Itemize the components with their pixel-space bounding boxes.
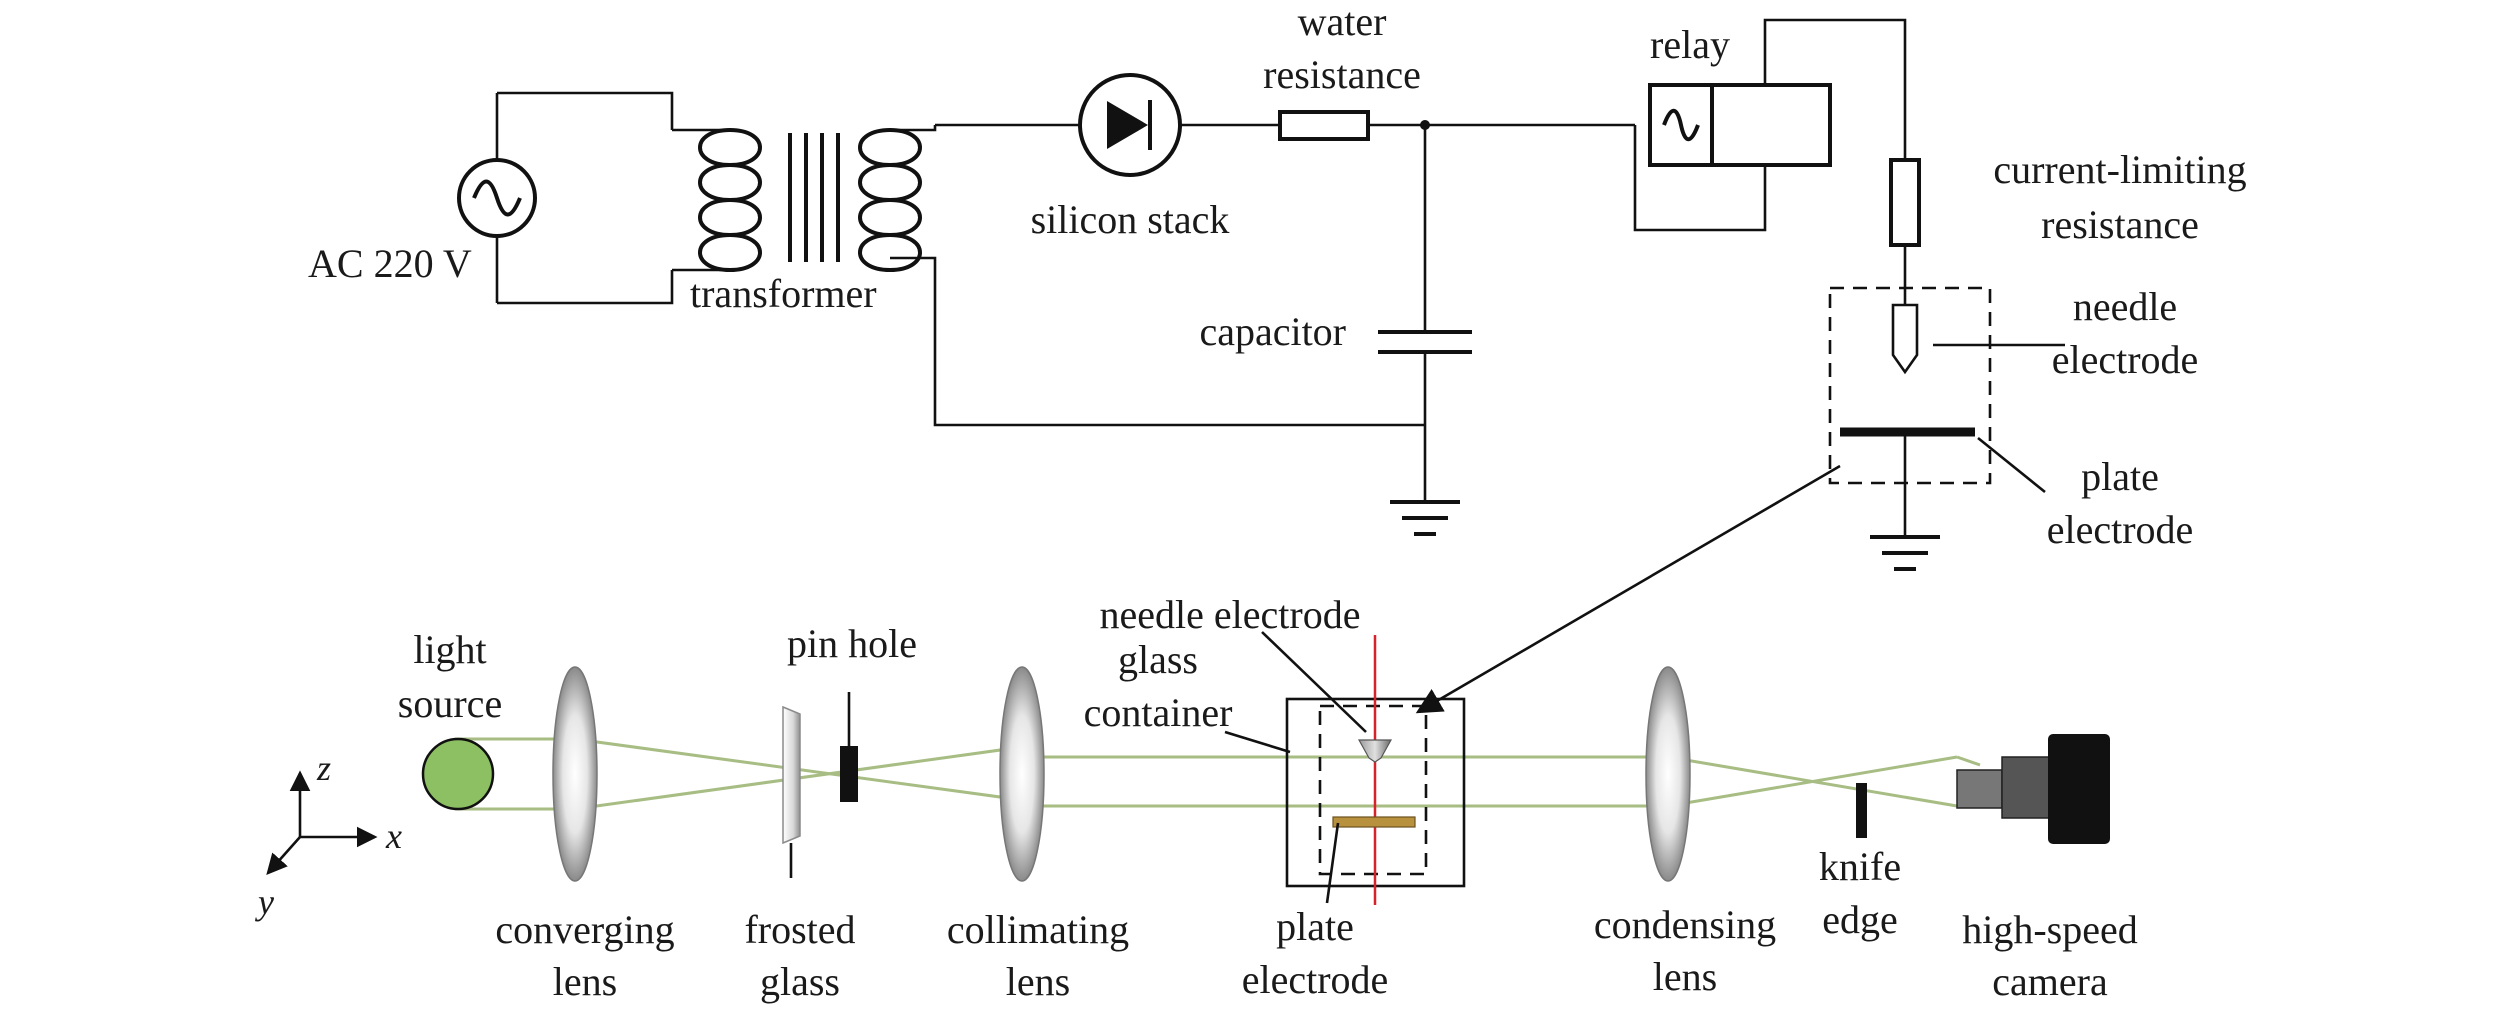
light-source-icon xyxy=(421,737,495,811)
needle-electrode-label-3: needle electrode xyxy=(1100,592,1361,637)
pin-hole-icon xyxy=(840,746,858,802)
plate-electrode-label-4: electrode xyxy=(1242,957,1389,1002)
transformer xyxy=(672,125,1425,427)
electrode-enclosure xyxy=(1828,286,1992,485)
high-speed-camera-label-1: high-speed xyxy=(1962,907,2138,952)
circuit xyxy=(457,18,2065,714)
plate-electrode-leader xyxy=(1977,436,2046,494)
water-resistance-label-2: resistance xyxy=(1263,52,1421,97)
knife-edge-label-1: knife xyxy=(1819,844,1901,889)
electrode-zoom-box xyxy=(1318,704,1428,876)
glass-container-label-1: glass xyxy=(1118,637,1198,682)
labels: AC 220 V transformer silicon stack water… xyxy=(308,0,2247,1004)
ground-icon-1 xyxy=(1390,500,1460,536)
sine-wave-icon xyxy=(472,179,522,217)
light-source-label-1: light xyxy=(413,627,486,672)
condensing-lens-label-1: condensing xyxy=(1594,902,1776,947)
water-resistance-label-1: water xyxy=(1298,0,1387,44)
glass-container-leader xyxy=(1224,730,1291,754)
plate-electrode-label-2: electrode xyxy=(2047,507,2194,552)
high-speed-camera-label-2: camera xyxy=(1992,959,2108,1004)
needle-electrode-leader-2 xyxy=(1261,631,1367,733)
collimating-lens-icon xyxy=(999,666,1045,882)
needle-electrode-label-1: needle xyxy=(2073,284,2177,329)
capacitor-label: capacitor xyxy=(1199,309,1346,354)
zoom-arrow xyxy=(1415,464,1841,714)
high-speed-camera-icon xyxy=(1956,734,2110,844)
ac-source xyxy=(457,91,674,305)
light-source-label-2: source xyxy=(398,681,502,726)
knife-edge-icon xyxy=(1856,783,1867,838)
optics: x z y xyxy=(255,631,2110,922)
relay-body xyxy=(1648,83,1832,167)
primary-coil-icon xyxy=(698,128,762,273)
knife-edge-label-2: edge xyxy=(1822,897,1898,942)
plate-electrode-label-3: plate xyxy=(1276,904,1354,949)
relay-coil-icon xyxy=(1648,83,1714,167)
converging-lens-label-2: lens xyxy=(553,959,617,1004)
axis-z-label: z xyxy=(316,748,331,788)
collimating-lens-label-1: collimating xyxy=(947,907,1129,952)
water-resistance-icon xyxy=(1278,110,1370,141)
condensing-lens-icon xyxy=(1645,666,1691,882)
converging-lens-icon xyxy=(552,666,598,882)
frosted-glass-label-1: frosted xyxy=(744,907,855,952)
condensing-lens-label-2: lens xyxy=(1653,954,1717,999)
needle-electrode-icon xyxy=(1891,303,1919,375)
plate-electrode-leader-2 xyxy=(1325,822,1340,904)
plate-electrode-label-1: plate xyxy=(2081,454,2159,499)
ground-icon-2 xyxy=(1870,535,1940,571)
frosted-glass-label-2: glass xyxy=(760,959,840,1004)
relay xyxy=(1633,18,1907,232)
light-rays xyxy=(455,737,1981,811)
axis-y-label: y xyxy=(255,882,274,922)
needle-electrode-label-2: electrode xyxy=(2052,337,2199,382)
plate-electrode-bar-icon xyxy=(1332,816,1416,828)
silicon-stack-label: silicon stack xyxy=(1031,197,1230,242)
capacitor-icon xyxy=(1378,330,1472,354)
relay-label: relay xyxy=(1650,22,1730,67)
current-limiting-resistance-label-2: resistance xyxy=(2041,202,2199,247)
pin-hole-label: pin hole xyxy=(787,621,917,666)
current-limiting-resistance-icon xyxy=(1889,158,1921,247)
coordinate-axes: x z y xyxy=(255,748,402,922)
silicon-stack xyxy=(935,73,1280,177)
current-limiting-resistance-label-1: current-limiting xyxy=(1993,147,2246,192)
transformer-core-icon xyxy=(788,133,840,262)
glass-container-label-2: container xyxy=(1084,690,1233,735)
collimating-lens-label-2: lens xyxy=(1006,959,1070,1004)
transformer-label: transformer xyxy=(690,271,877,316)
ac-source-label: AC 220 V xyxy=(308,241,472,286)
relay-sine-icon xyxy=(1662,108,1700,142)
frosted-glass-icon xyxy=(782,705,801,845)
axis-x-label: x xyxy=(385,816,402,856)
needle-electrode-tip-icon xyxy=(1357,739,1393,763)
converging-lens-label-1: converging xyxy=(495,907,674,952)
secondary-coil-icon xyxy=(858,128,922,273)
